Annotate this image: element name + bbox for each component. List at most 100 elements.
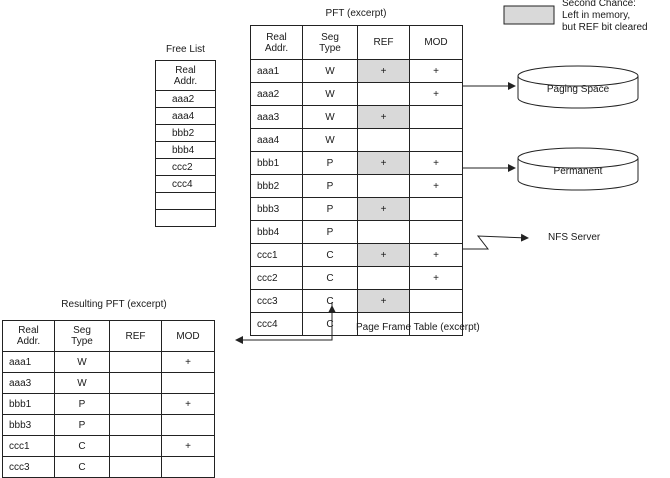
pft-cell-mod: + bbox=[409, 82, 463, 106]
pft-cell-seg: P bbox=[302, 197, 358, 221]
pft-cell-addr: ccc1 bbox=[250, 243, 303, 267]
pft-cell-seg: P bbox=[302, 151, 358, 175]
pft-cell-seg: C bbox=[302, 266, 358, 290]
resulting-cell-ref bbox=[109, 393, 162, 415]
free-list-title: Free List bbox=[166, 44, 205, 55]
pft-cell-mod: + bbox=[409, 59, 463, 83]
resulting-cell-mod: + bbox=[161, 393, 215, 415]
pft-cell-addr: aaa2 bbox=[250, 82, 303, 106]
resulting-cell-ref bbox=[109, 351, 162, 373]
nfs-server-label: NFS Server bbox=[548, 232, 601, 243]
pft-cell-seg: P bbox=[302, 174, 358, 198]
resulting-header-ref: REF bbox=[109, 320, 162, 352]
resulting-cell-seg: C bbox=[54, 456, 110, 478]
pft-cell-addr: bbb2 bbox=[250, 174, 303, 198]
resulting-cell-addr: ccc3 bbox=[2, 456, 55, 478]
resulting-cell-mod bbox=[161, 372, 215, 394]
resulting-cell-addr: bbb3 bbox=[2, 414, 55, 436]
pft-cell-addr: bbb3 bbox=[250, 197, 303, 221]
pft-cell-ref: + bbox=[357, 197, 410, 221]
pft-cell-mod bbox=[409, 220, 463, 244]
pft-cell-addr: aaa1 bbox=[250, 59, 303, 83]
resulting-cell-seg: P bbox=[54, 414, 110, 436]
pft-cell-ref bbox=[357, 220, 410, 244]
free-list-cell bbox=[155, 192, 216, 210]
resulting-cell-ref bbox=[109, 456, 162, 478]
legend-line-2: Left in memory, bbox=[562, 10, 631, 21]
resulting-cell-mod: + bbox=[161, 351, 215, 373]
free-list-row: bbb2 bbox=[155, 124, 216, 142]
resulting-header-mod: MOD bbox=[161, 320, 215, 352]
pft-cell-seg: W bbox=[302, 82, 358, 106]
resulting-cell-addr: ccc1 bbox=[2, 435, 55, 457]
page-frame-table-caption: Page Frame Table (excerpt) bbox=[356, 322, 480, 333]
free-list-cell: bbb4 bbox=[155, 141, 216, 159]
pft-cell-ref bbox=[357, 82, 410, 106]
resulting-cell-ref bbox=[109, 414, 162, 436]
free-list-cell: aaa4 bbox=[155, 107, 216, 125]
pft-cell-addr: bbb1 bbox=[250, 151, 303, 175]
pft-cell-seg: W bbox=[302, 59, 358, 83]
pft-cell-addr: ccc3 bbox=[250, 289, 303, 313]
pft-cell-mod: + bbox=[409, 174, 463, 198]
pft-cell-addr: ccc4 bbox=[250, 312, 303, 336]
resulting-cell-addr: aaa3 bbox=[2, 372, 55, 394]
resulting-cell-ref bbox=[109, 372, 162, 394]
free-list-row: ccc4 bbox=[155, 175, 216, 193]
pft-cell-addr: aaa3 bbox=[250, 105, 303, 129]
pft-cell-seg: P bbox=[302, 220, 358, 244]
pft-cell-mod bbox=[409, 105, 463, 129]
paging-space-cylinder bbox=[517, 65, 639, 109]
pft-cell-ref: + bbox=[357, 59, 410, 83]
pft-cell-seg: W bbox=[302, 105, 358, 129]
resulting-cell-seg: C bbox=[54, 435, 110, 457]
pft-cell-addr: aaa4 bbox=[250, 128, 303, 152]
pft-cell-ref bbox=[357, 128, 410, 152]
pft-cell-ref: + bbox=[357, 243, 410, 267]
pft-cell-addr: bbb4 bbox=[250, 220, 303, 244]
pft-cell-ref: + bbox=[357, 105, 410, 129]
resulting-cell-mod bbox=[161, 414, 215, 436]
pft-cell-mod bbox=[409, 312, 463, 336]
free-list-row: ccc2 bbox=[155, 158, 216, 176]
legend-line-3: but REF bit cleared bbox=[562, 22, 648, 33]
resulting-pft-title: Resulting PFT (excerpt) bbox=[61, 299, 167, 310]
free-list-cell: ccc4 bbox=[155, 175, 216, 193]
free-list-row: aaa4 bbox=[155, 107, 216, 125]
pft-cell-mod: + bbox=[409, 266, 463, 290]
pft-cell-mod bbox=[409, 128, 463, 152]
resulting-cell-mod bbox=[161, 456, 215, 478]
resulting-cell-ref bbox=[109, 435, 162, 457]
paging-space-label: Paging Space bbox=[546, 84, 610, 95]
permanent-label: Permanent bbox=[553, 166, 603, 177]
legend-swatch bbox=[503, 5, 555, 25]
free-list-row bbox=[155, 209, 216, 227]
pft-cell-ref: + bbox=[357, 151, 410, 175]
pft-cell-mod: + bbox=[409, 243, 463, 267]
pft-cell-addr: ccc2 bbox=[250, 266, 303, 290]
pft-cell-seg: C bbox=[302, 312, 358, 336]
pft-cell-mod: + bbox=[409, 151, 463, 175]
arrow-to-nfs-server bbox=[462, 233, 529, 250]
